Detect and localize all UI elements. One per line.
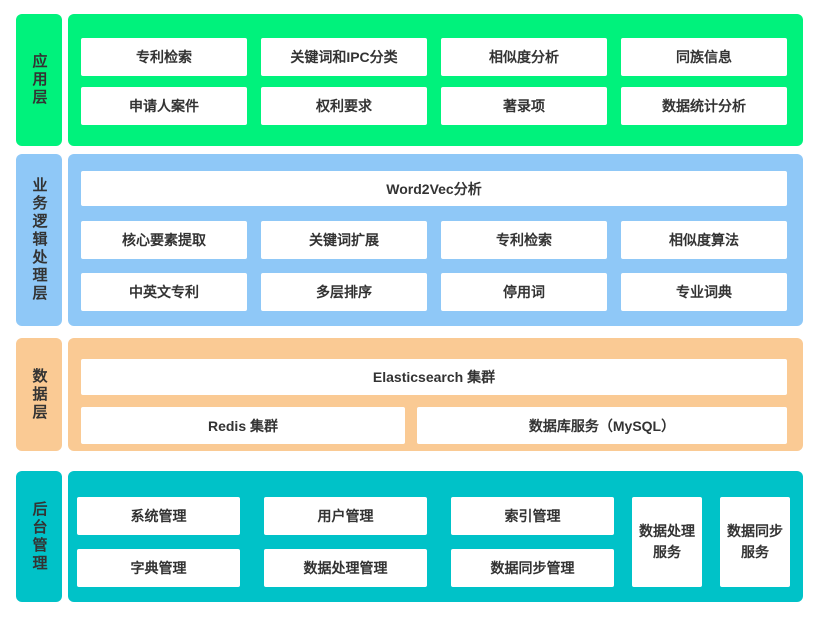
module-professional-dictionary: 专业词典: [621, 273, 787, 311]
layer-data: 数据层 Elasticsearch 集群 Redis 集群 数据库服务（MySQ…: [16, 338, 803, 451]
module-keyword-expansion: 关键词扩展: [261, 220, 427, 259]
module-family-info: 同族信息: [621, 38, 787, 76]
module-index-management: 索引管理: [451, 497, 614, 535]
layer-admin-body: 系统管理 用户管理 索引管理 字典管理 数据处理管理 数据同步管理 数据处理服务…: [68, 471, 803, 602]
layer-business-logic: 业务逻辑处理层 Word2Vec分析 核心要素提取 关键词扩展 专利检索 相似度…: [16, 154, 803, 326]
module-word2vec-analysis: Word2Vec分析: [81, 171, 787, 206]
layer-business-logic-body: Word2Vec分析 核心要素提取 关键词扩展 专利检索 相似度算法 中英文专利…: [68, 154, 803, 326]
layer-admin: 后台管理 系统管理 用户管理 索引管理 字典管理 数据处理管理 数据同步管理 数…: [16, 471, 803, 602]
module-core-element-extraction: 核心要素提取: [81, 220, 247, 259]
layer-data-label: 数据层: [16, 338, 62, 451]
module-user-management: 用户管理: [264, 497, 427, 535]
layer-data-body: Elasticsearch 集群 Redis 集群 数据库服务（MySQL）: [68, 338, 803, 451]
layer-business-logic-label: 业务逻辑处理层: [16, 154, 62, 326]
module-elasticsearch-cluster: Elasticsearch 集群: [81, 359, 787, 395]
module-bibliographic-items: 著录项: [441, 87, 607, 125]
module-similarity-analysis: 相似度分析: [441, 38, 607, 76]
layer-application: 应用层 专利检索 关键词和IPC分类 相似度分析 同族信息 申请人案件 权利要求…: [16, 14, 803, 146]
module-similarity-algorithm: 相似度算法: [621, 220, 787, 259]
module-patent-search-logic: 专利检索: [441, 220, 607, 259]
module-data-statistics: 数据统计分析: [621, 87, 787, 125]
module-data-sync-management: 数据同步管理: [451, 549, 614, 587]
module-applicant-cases: 申请人案件: [81, 87, 247, 125]
module-system-management: 系统管理: [77, 497, 240, 535]
module-data-processing-service: 数据处理服务: [632, 497, 702, 587]
module-redis-cluster: Redis 集群: [81, 407, 405, 444]
module-dictionary-management: 字典管理: [77, 549, 240, 587]
layer-admin-label: 后台管理: [16, 471, 62, 602]
module-cn-en-patents: 中英文专利: [81, 273, 247, 311]
module-multi-level-sorting: 多层排序: [261, 273, 427, 311]
layer-application-label: 应用层: [16, 14, 62, 146]
admin-module-grid: 系统管理 用户管理 索引管理 字典管理 数据处理管理 数据同步管理: [77, 497, 614, 587]
module-patent-search: 专利检索: [81, 38, 247, 76]
module-data-sync-service: 数据同步服务: [720, 497, 790, 587]
module-stopwords: 停用词: [441, 273, 607, 311]
module-claims: 权利要求: [261, 87, 427, 125]
module-data-processing-management: 数据处理管理: [264, 549, 427, 587]
layer-application-body: 专利检索 关键词和IPC分类 相似度分析 同族信息 申请人案件 权利要求 著录项…: [68, 14, 803, 146]
module-mysql-database-service: 数据库服务（MySQL）: [417, 407, 787, 444]
module-keyword-ipc-classification: 关键词和IPC分类: [261, 38, 427, 76]
